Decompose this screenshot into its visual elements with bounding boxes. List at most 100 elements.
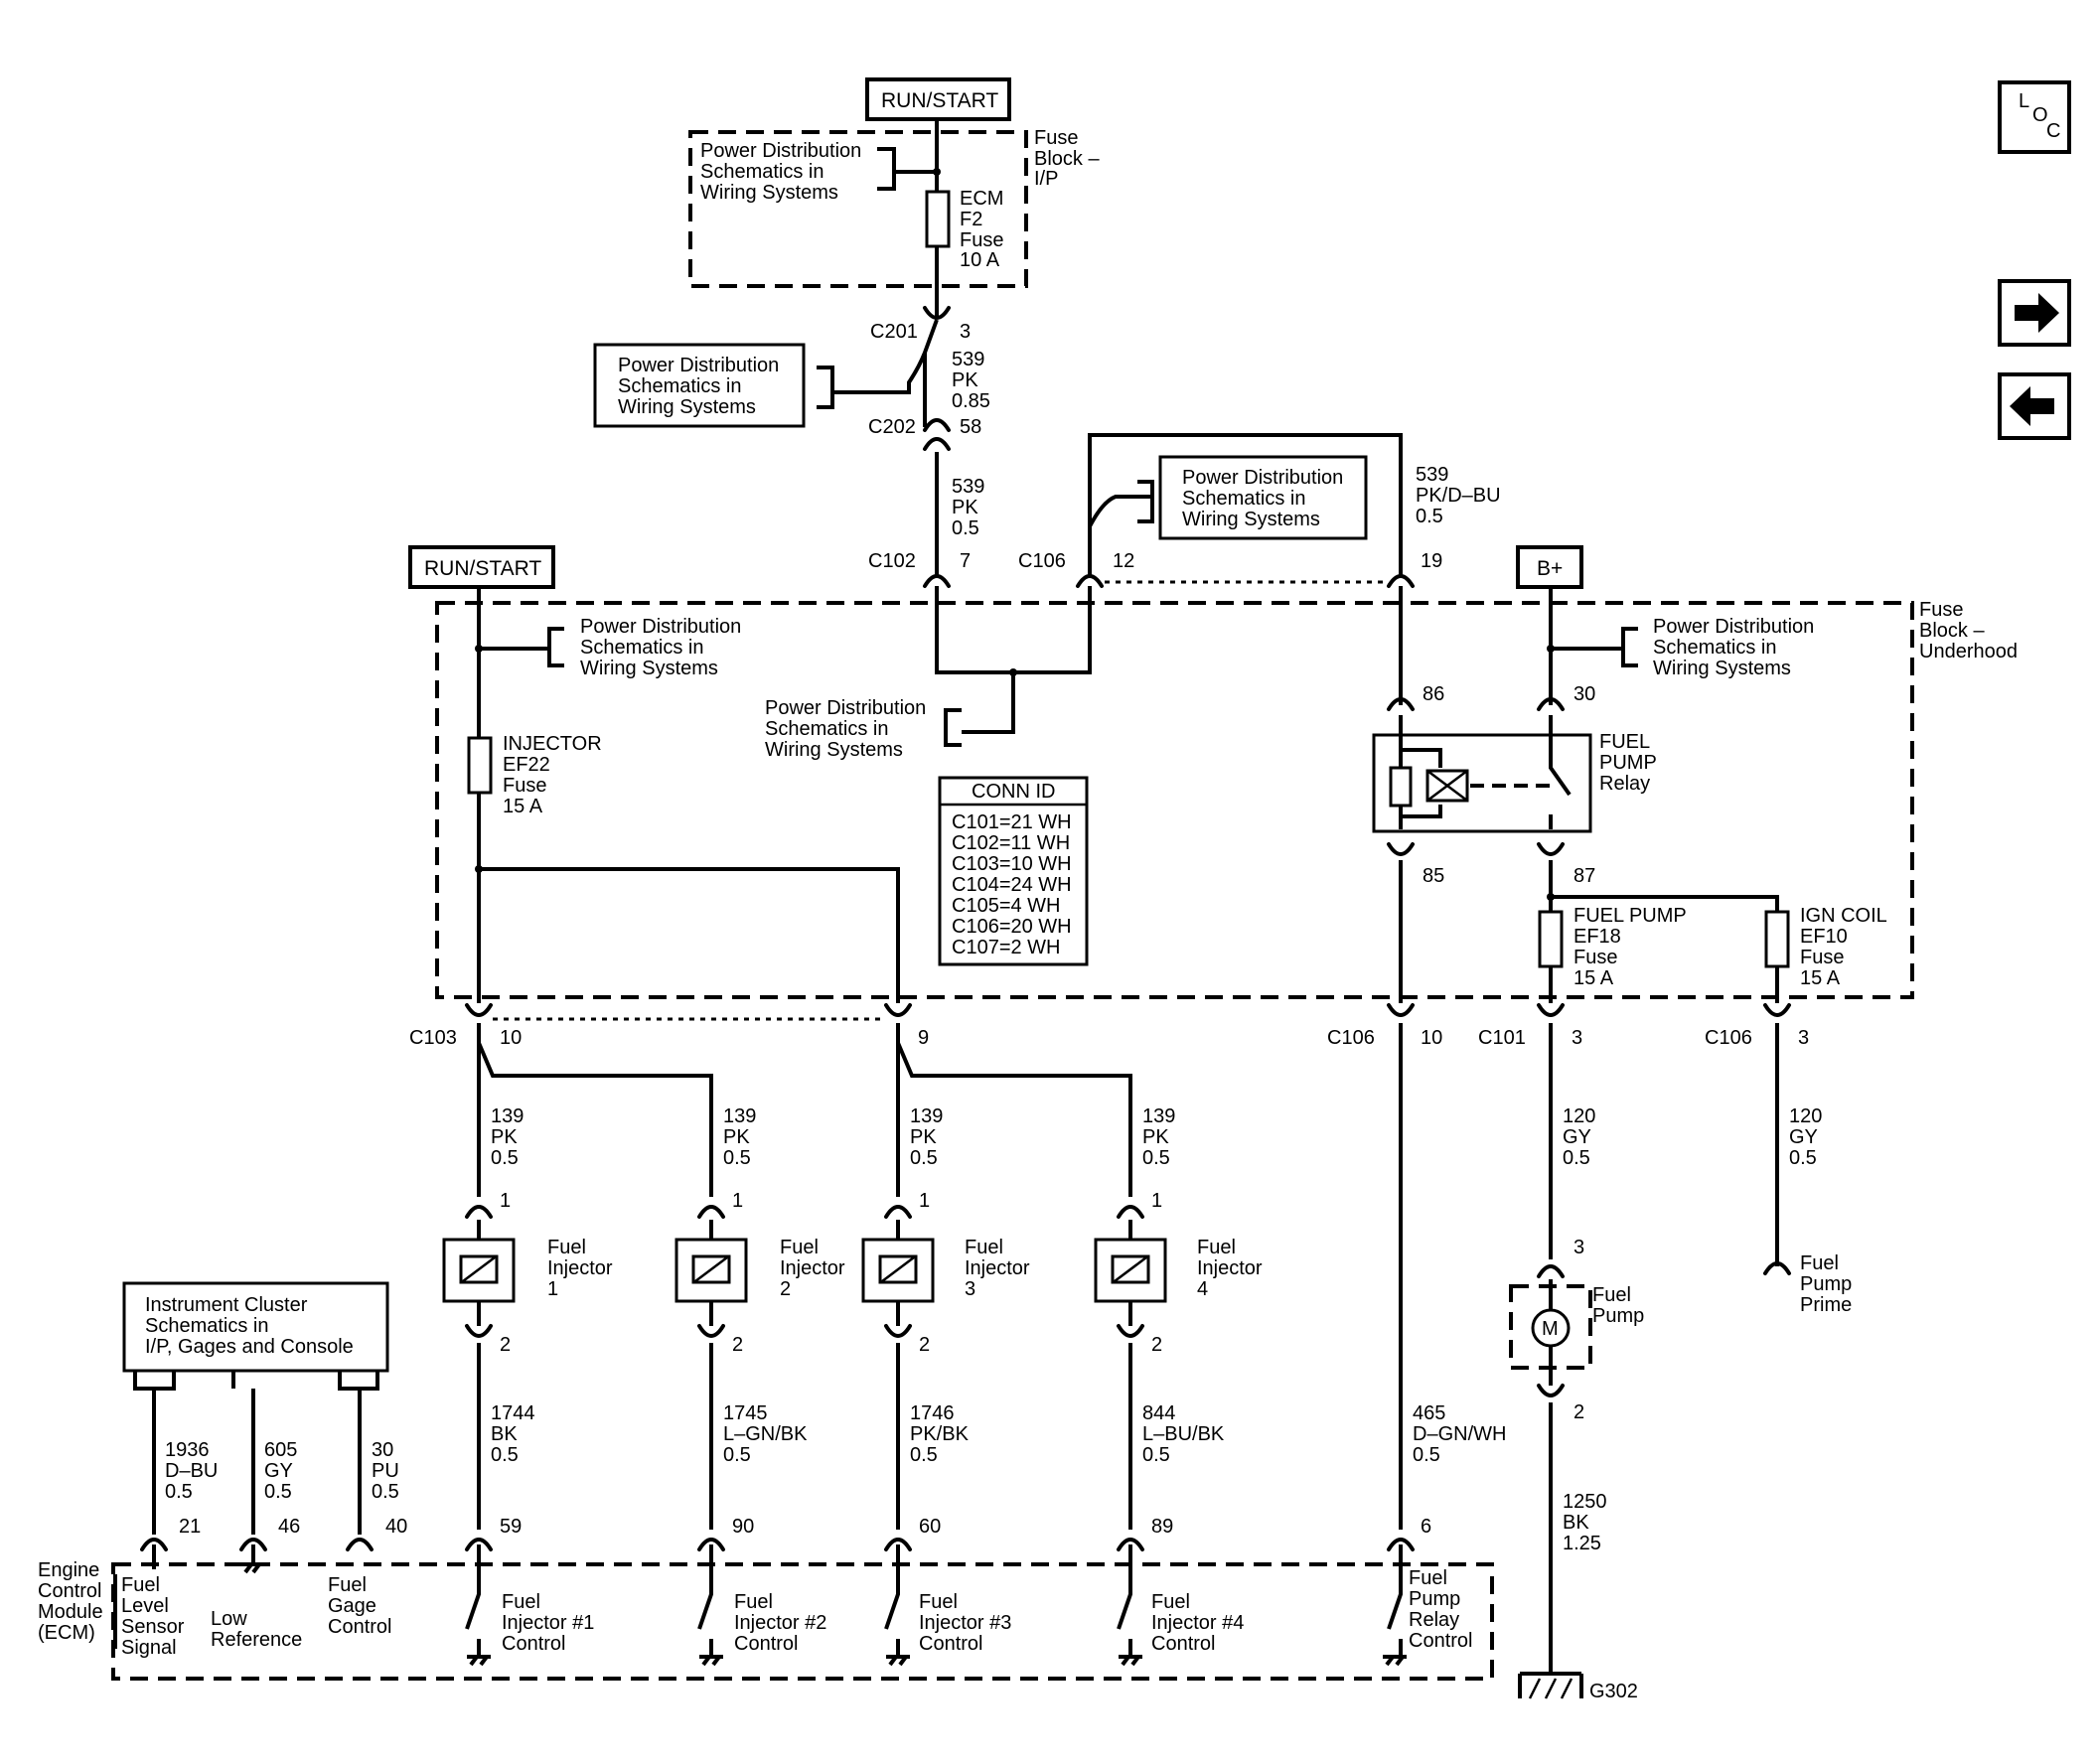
svg-text:Gage: Gage <box>328 1595 376 1617</box>
svg-text:0.5: 0.5 <box>723 1444 751 1466</box>
wire-539-pk-dbu-05: 539 PK/D–BU 0.5 <box>1416 464 1501 527</box>
svg-text:Fuel: Fuel <box>734 1591 773 1613</box>
svg-text:Fuse: Fuse <box>1919 599 1963 621</box>
previous-page-button[interactable] <box>1998 372 2071 440</box>
svg-text:L–BU/BK: L–BU/BK <box>1142 1423 1225 1445</box>
svg-text:C107=2 WH: C107=2 WH <box>952 937 1061 958</box>
svg-text:PU: PU <box>372 1460 399 1482</box>
ecm-pin-40: 40 Fuel Gage Control <box>328 1516 407 1638</box>
svg-text:FUEL: FUEL <box>1599 731 1650 753</box>
svg-text:30: 30 <box>372 1439 393 1461</box>
svg-text:Pump: Pump <box>1592 1305 1644 1327</box>
c102-label: C102 <box>868 550 916 572</box>
fuse-block-underhood-outline <box>435 601 1914 999</box>
ecm-fuse-label: ECM F2 Fuse 10 A <box>960 188 1003 271</box>
svg-text:15 A: 15 A <box>1574 967 1614 989</box>
svg-text:Instrument Cluster: Instrument Cluster <box>145 1294 308 1316</box>
svg-text:539: 539 <box>952 349 984 370</box>
svg-text:1: 1 <box>732 1190 743 1212</box>
svg-text:0.5: 0.5 <box>723 1147 751 1169</box>
c106d-label: C106 <box>1705 1027 1752 1049</box>
power-distribution-ref-bplus: Power Distribution Schematics in Wiring … <box>1653 616 1814 679</box>
svg-text:Module: Module <box>38 1601 103 1623</box>
ecm-pin-21: 21 Fuel Level Sensor Signal <box>113 1516 201 1659</box>
svg-text:Fuse: Fuse <box>1800 947 1844 968</box>
svg-text:Fuel: Fuel <box>919 1591 958 1613</box>
svg-text:Wiring Systems: Wiring Systems <box>1182 509 1320 530</box>
svg-text:Reference: Reference <box>211 1629 302 1651</box>
svg-text:L–GN/BK: L–GN/BK <box>723 1423 808 1445</box>
svg-text:Fuel: Fuel <box>1800 1252 1839 1274</box>
svg-text:60: 60 <box>919 1516 941 1538</box>
power-distribution-ref-ip: Power Distribution Schematics in Wiring … <box>700 140 861 204</box>
svg-text:EF10: EF10 <box>1800 926 1848 948</box>
svg-text:IGN COIL: IGN COIL <box>1800 905 1887 927</box>
c106b-pin: 19 <box>1421 550 1442 572</box>
injector-fuse-label: INJECTOR EF22 Fuse 15 A <box>503 733 602 817</box>
svg-text:Power Distribution: Power Distribution <box>700 140 861 162</box>
fuel-pump-fuse-label: FUEL PUMP EF18 Fuse 15 A <box>1574 905 1687 989</box>
svg-text:Sensor: Sensor <box>121 1616 185 1638</box>
connector-c106-12 <box>1076 574 1104 588</box>
svg-text:0.5: 0.5 <box>491 1444 519 1466</box>
svg-text:844: 844 <box>1142 1402 1175 1424</box>
fuel-pump-relay <box>1372 715 1592 833</box>
c103-pin-10: 10 <box>500 1027 522 1049</box>
ecm-fuse-f2 <box>925 190 951 248</box>
svg-text:0.5: 0.5 <box>1142 1147 1170 1169</box>
power-distribution-ref-c102: Power Distribution Schematics in Wiring … <box>765 697 926 761</box>
svg-text:PK: PK <box>491 1126 518 1148</box>
arrow-right-icon <box>2015 293 2059 333</box>
svg-text:89: 89 <box>1151 1516 1173 1538</box>
ign-coil-fuse-label: IGN COIL EF10 Fuse 15 A <box>1800 905 1887 989</box>
instrument-cluster-ref <box>122 1281 389 1373</box>
svg-text:0.5: 0.5 <box>491 1147 519 1169</box>
connector-c103-9 <box>884 1003 912 1017</box>
svg-text:C104=24 WH: C104=24 WH <box>952 874 1072 896</box>
run-start-label-top: RUN/START <box>881 89 998 112</box>
c201-label: C201 <box>870 321 918 343</box>
svg-text:PK: PK <box>723 1126 750 1148</box>
svg-text:Fuel: Fuel <box>1151 1591 1190 1613</box>
svg-text:Underhood: Underhood <box>1919 641 2018 662</box>
svg-text:BK: BK <box>491 1423 518 1445</box>
svg-text:INJECTOR: INJECTOR <box>503 733 602 755</box>
relay-pin-87: 87 <box>1574 865 1595 887</box>
svg-text:Wiring Systems: Wiring Systems <box>618 396 756 418</box>
svg-text:120: 120 <box>1563 1105 1595 1127</box>
c106a-label: C106 <box>1018 550 1066 572</box>
wire-539-pk-05: 539 PK 0.5 <box>952 476 984 539</box>
conn-id-table: CONN ID C101=21 WH C102=11 WH C103=10 WH… <box>938 776 1089 966</box>
svg-text:Engine: Engine <box>38 1559 99 1581</box>
svg-text:Wiring Systems: Wiring Systems <box>700 182 838 204</box>
svg-text:BK: BK <box>1563 1512 1589 1534</box>
c202-pin: 58 <box>960 416 981 438</box>
ecm-pin-46: 46 Low Reference <box>211 1516 302 1651</box>
svg-text:Injector: Injector <box>965 1257 1030 1279</box>
svg-text:21: 21 <box>179 1516 201 1538</box>
c106c-pin: 10 <box>1421 1027 1442 1049</box>
svg-text:PK: PK <box>952 497 978 518</box>
svg-text:Fuse: Fuse <box>960 229 1003 251</box>
next-page-button[interactable] <box>1998 279 2071 347</box>
loc-button[interactable]: L O C <box>1998 80 2071 154</box>
svg-text:120: 120 <box>1789 1105 1822 1127</box>
power-distribution-ref-c106 <box>1158 455 1368 540</box>
c103-label: C103 <box>409 1027 457 1049</box>
svg-text:Schematics in: Schematics in <box>1653 637 1777 659</box>
svg-text:6: 6 <box>1421 1516 1431 1538</box>
svg-text:Schematics in: Schematics in <box>1182 488 1306 510</box>
connector-c106-10 <box>1387 1003 1415 1017</box>
svg-text:PK: PK <box>910 1126 937 1148</box>
svg-text:1746: 1746 <box>910 1402 955 1424</box>
c202-label: C202 <box>868 416 916 438</box>
svg-text:Control: Control <box>1409 1630 1472 1652</box>
c101-label: C101 <box>1478 1027 1526 1049</box>
